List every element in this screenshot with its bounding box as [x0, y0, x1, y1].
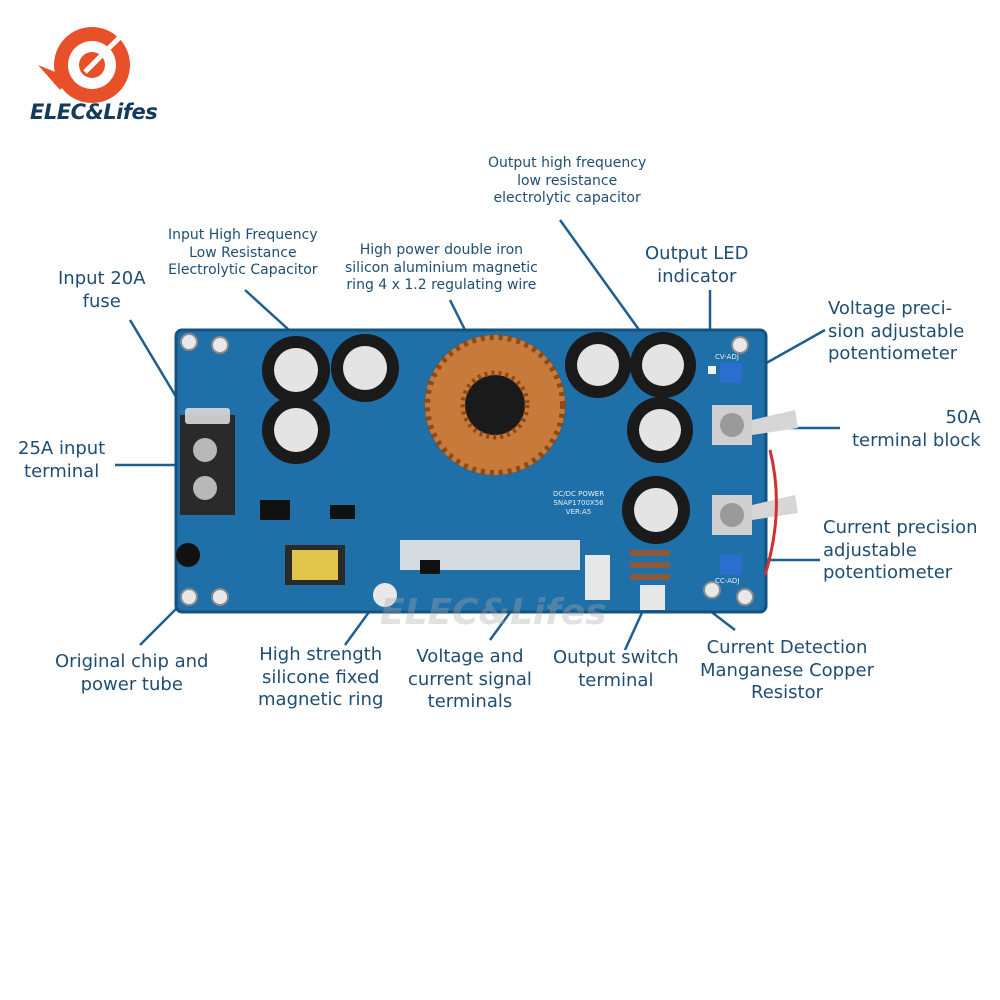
signal-terminal: [585, 555, 610, 600]
mounting-holes: [180, 333, 754, 606]
input-terminal-block: [180, 415, 235, 515]
silkscreen-product: DC/DC POWER SNAP1700X56 VER:A5: [553, 490, 605, 516]
switch-terminal: [640, 585, 665, 610]
voltage-pot: [720, 363, 742, 383]
silkscreen-cv-adj: CV-ADJ: [715, 353, 739, 361]
brand-name: ELEC&Lifes: [30, 100, 158, 124]
watermark: ELEC&Lifes: [380, 592, 607, 633]
fuse: [185, 408, 230, 424]
silicone-ring: [373, 583, 397, 607]
silkscreen-cc-adj: CC-ADJ: [715, 577, 740, 585]
output-led: [708, 366, 716, 374]
output-capacitors: [565, 332, 696, 544]
shunt-resistors: [630, 550, 670, 580]
toroid-inductor: [424, 334, 566, 476]
power-tube: [176, 543, 200, 567]
pcb: [176, 330, 766, 612]
current-pot: [720, 555, 742, 575]
brand-logo: [30, 20, 140, 110]
input-capacitors: [262, 334, 399, 464]
